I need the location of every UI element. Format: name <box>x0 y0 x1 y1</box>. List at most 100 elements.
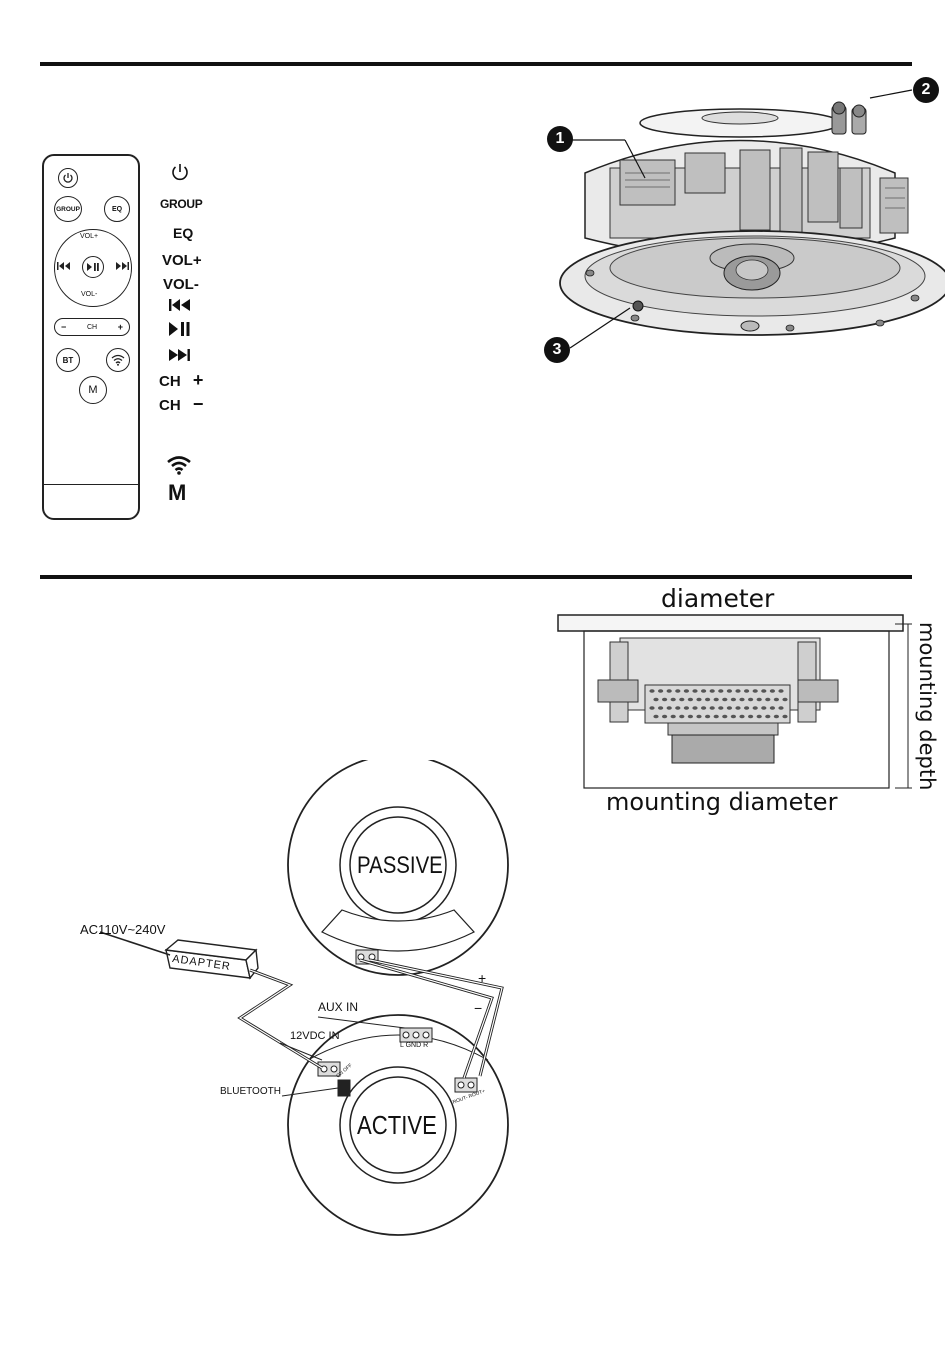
grille-hole <box>727 706 732 710</box>
remote-vol-plus-button[interactable]: VOL+ <box>80 233 98 240</box>
aux-terminal-label: L GND R <box>400 1042 428 1049</box>
remote-vol-minus-button[interactable]: VOL- <box>81 291 97 298</box>
grille-hole <box>653 698 658 702</box>
wifi-icon <box>111 354 125 366</box>
grille-hole <box>735 689 740 693</box>
grille-hole <box>761 689 766 693</box>
grille-hole <box>744 689 749 693</box>
legend-power-icon <box>170 162 190 182</box>
grille-hole <box>765 715 770 719</box>
legend-next-track-icon <box>168 348 192 362</box>
grille-hole <box>688 698 693 702</box>
grille-hole <box>701 706 706 710</box>
grille-hole <box>718 706 723 710</box>
grille-hole <box>662 698 667 702</box>
grille-hole <box>727 689 732 693</box>
grille-hole <box>667 689 672 693</box>
grille-hole <box>761 706 766 710</box>
grille-hole <box>739 715 744 719</box>
grille-hole <box>705 715 710 719</box>
grille-hole <box>718 689 723 693</box>
grille-hole <box>731 715 736 719</box>
grille-hole <box>705 698 710 702</box>
legend-vol-plus: VOL+ <box>162 252 202 269</box>
aux-in-label: AUX IN <box>318 1000 358 1014</box>
callout-badge-3: 3 <box>544 337 570 363</box>
active-speaker-label: ACTIVE <box>357 1110 437 1141</box>
remote-ch-label: CH <box>87 324 97 331</box>
dc-in-label: 12VDC IN <box>290 1030 340 1042</box>
grille-hole <box>701 689 706 693</box>
remote-ch-minus-button[interactable]: − <box>61 322 66 332</box>
grille-hole <box>731 698 736 702</box>
remote-m-button[interactable]: M <box>79 376 107 404</box>
legend-ch-plus-sign: + <box>193 370 204 390</box>
legend-ch-minus-sign: − <box>193 394 204 414</box>
remote-wifi-button[interactable] <box>106 348 130 372</box>
legend-vol-minus: VOL- <box>163 276 199 293</box>
grille-hole <box>735 706 740 710</box>
grille-hole <box>739 698 744 702</box>
legend-ch-plus: CH + <box>159 370 203 391</box>
grille-hole <box>692 689 697 693</box>
ceiling-speaker-illustration <box>540 78 945 368</box>
middle-rule <box>40 575 912 579</box>
grille-hole <box>748 698 753 702</box>
legend-group: GROUP <box>160 197 203 211</box>
remote-group-button[interactable]: GROUP <box>54 196 82 222</box>
passive-speaker-label: PASSIVE <box>357 852 443 880</box>
remote-bt-button[interactable]: BT <box>56 348 80 372</box>
prev-track-icon[interactable] <box>56 261 72 271</box>
diameter-label: diameter <box>661 584 774 613</box>
grille-hole <box>653 715 658 719</box>
grille-hole <box>753 706 758 710</box>
grille-hole <box>722 715 727 719</box>
legend-ch-minus: CH − <box>159 394 203 415</box>
mounting-depth-label: mounting depth <box>915 622 939 790</box>
legend-ch-plus-label: CH <box>159 373 181 390</box>
grille-hole <box>757 698 762 702</box>
remote-control: GROUP EQ VOL+ VOL- − CH + BT <box>42 154 140 520</box>
ac-input-label: AC110V~240V <box>80 922 165 937</box>
grille-hole <box>692 706 697 710</box>
grille-hole <box>658 706 663 710</box>
grille-hole <box>770 706 775 710</box>
wire-plus-label: + <box>478 970 486 986</box>
grille-hole <box>662 715 667 719</box>
callout-badge-2: 2 <box>913 77 939 103</box>
grille-hole <box>675 689 680 693</box>
wire-minus-label: − <box>474 1000 482 1016</box>
grille-hole <box>757 715 762 719</box>
grille-hole <box>714 698 719 702</box>
power-icon <box>62 172 74 184</box>
grille-hole <box>753 689 758 693</box>
remote-ch-plus-button[interactable]: + <box>118 322 123 332</box>
grille-hole <box>696 698 701 702</box>
grille-hole <box>684 706 689 710</box>
grille-hole <box>770 689 775 693</box>
remote-play-pause-button[interactable] <box>82 256 104 278</box>
mounting-diameter-label: mounting diameter <box>606 788 837 816</box>
grille-hole <box>675 706 680 710</box>
grille-hole <box>782 715 787 719</box>
remote-eq-button[interactable]: EQ <box>104 196 130 222</box>
grille-hole <box>679 715 684 719</box>
legend-wifi-icon <box>166 455 192 475</box>
play-pause-icon <box>86 262 100 272</box>
callout-badge-1: 1 <box>547 126 573 152</box>
legend-prev-track-icon <box>168 298 192 312</box>
top-rule <box>40 62 912 66</box>
next-track-icon[interactable] <box>114 261 130 271</box>
grille-hole <box>696 715 701 719</box>
remote-power-button[interactable] <box>58 168 78 188</box>
wiring-diagram <box>60 760 540 1250</box>
grille-hole <box>722 698 727 702</box>
grille-hole <box>649 706 654 710</box>
grille-hole <box>778 706 783 710</box>
grille-hole <box>744 706 749 710</box>
grille-hole <box>765 698 770 702</box>
grille-hole <box>774 698 779 702</box>
grille-hole <box>671 715 676 719</box>
grille-hole <box>688 715 693 719</box>
grille-hole <box>671 698 676 702</box>
